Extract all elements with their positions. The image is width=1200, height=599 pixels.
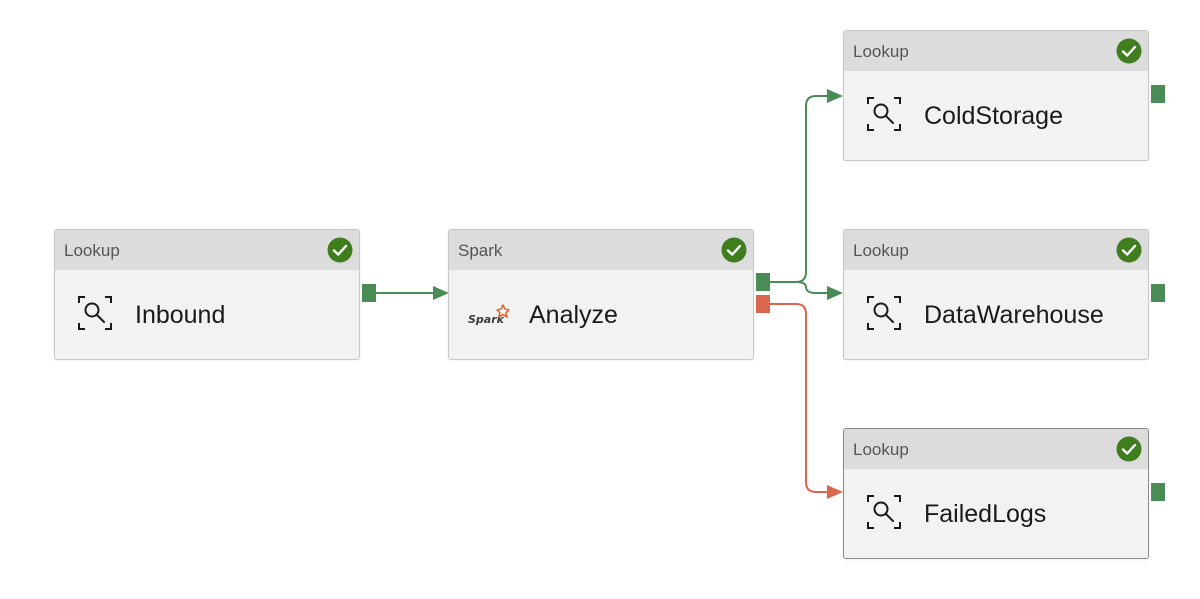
lookup-icon bbox=[867, 97, 901, 131]
success-output-port[interactable] bbox=[1151, 284, 1165, 302]
activity-name: FailedLogs bbox=[924, 500, 1047, 528]
activity-name: ColdStorage bbox=[924, 102, 1063, 130]
connector-analyze-to-failedlogs[interactable] bbox=[770, 303, 829, 493]
activity-type-label: Lookup bbox=[64, 241, 120, 260]
connector-arrowhead-datawarehouse bbox=[827, 286, 843, 300]
spark-logo-text: Spark bbox=[468, 313, 505, 326]
activity-name: Inbound bbox=[135, 301, 226, 329]
success-output-port[interactable] bbox=[1151, 483, 1165, 501]
activity-type-label: Spark bbox=[458, 241, 503, 260]
connector-analyze-to-datawarehouse[interactable] bbox=[770, 281, 829, 294]
lookup-icon bbox=[867, 296, 901, 330]
success-output-port[interactable] bbox=[1151, 85, 1165, 103]
connector-arrowhead-analyze bbox=[433, 286, 449, 300]
connector-arrowhead-failedlogs bbox=[827, 485, 843, 499]
activity-header: Lookup bbox=[844, 31, 1148, 71]
connector-analyze-to-coldstorage[interactable] bbox=[770, 95, 829, 283]
activity-coldstorage[interactable]: Lookup ColdStorage bbox=[843, 30, 1149, 161]
activity-header: Spark bbox=[449, 230, 753, 270]
activity-header: Lookup bbox=[844, 230, 1148, 270]
connector-arrowhead-coldstorage bbox=[827, 89, 843, 103]
activity-datawarehouse[interactable]: Lookup DataWarehouse bbox=[843, 229, 1149, 360]
activity-analyze[interactable]: Spark Spark Analyze bbox=[448, 229, 754, 360]
failure-output-port[interactable] bbox=[756, 295, 770, 313]
succeeded-check-icon bbox=[1116, 237, 1142, 263]
succeeded-check-icon bbox=[1116, 38, 1142, 64]
activity-header: Lookup bbox=[55, 230, 359, 270]
lookup-icon bbox=[78, 296, 112, 330]
spark-icon: Spark bbox=[468, 304, 510, 326]
success-output-port[interactable] bbox=[756, 273, 770, 291]
succeeded-check-icon bbox=[1116, 436, 1142, 462]
success-output-port[interactable] bbox=[362, 284, 376, 302]
succeeded-check-icon bbox=[327, 237, 353, 263]
activity-inbound[interactable]: Lookup Inbound bbox=[54, 229, 360, 360]
activity-type-label: Lookup bbox=[853, 42, 909, 61]
activity-type-label: Lookup bbox=[853, 241, 909, 260]
lookup-icon bbox=[867, 495, 901, 529]
activity-name: DataWarehouse bbox=[924, 301, 1104, 329]
activity-name: Analyze bbox=[529, 301, 618, 329]
activity-header: Lookup bbox=[844, 429, 1148, 469]
succeeded-check-icon bbox=[721, 237, 747, 263]
activity-failedlogs[interactable]: Lookup FailedLogs bbox=[843, 428, 1149, 559]
activity-type-label: Lookup bbox=[853, 440, 909, 459]
